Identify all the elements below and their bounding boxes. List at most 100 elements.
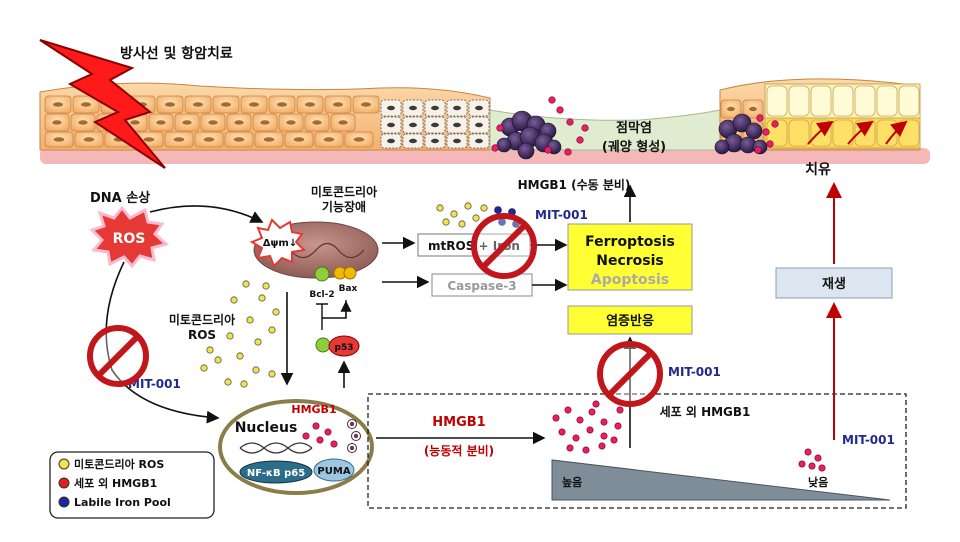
mito-ros-dots <box>200 280 280 388</box>
hmgb1-active-sublabel: (능동적 분비) <box>424 443 494 458</box>
healed-cell <box>854 85 876 117</box>
puma-node <box>313 458 355 482</box>
cell-nucleus <box>475 138 483 144</box>
p53-label: p53 <box>335 343 354 353</box>
mito-ros-dot <box>442 218 450 226</box>
hmgb1-particle <box>564 406 572 414</box>
cell-nucleus <box>431 138 439 144</box>
title: 방사선 및 항암치료 <box>120 45 233 62</box>
dna-damage-label: DNA 손상 <box>90 191 150 206</box>
cell-nucleus <box>130 120 140 125</box>
hmgb1-particle <box>544 146 552 154</box>
hmgb1-particle <box>576 416 584 424</box>
delta-psi-starburst-icon <box>249 218 307 268</box>
hmgb1-particle <box>582 446 590 454</box>
hmgb1-particle <box>598 442 606 450</box>
cell-nucleus <box>353 137 365 142</box>
cell-nucleus <box>431 105 439 111</box>
p53-regulation-connector <box>316 300 347 330</box>
hmgb1-active-label: HMGB1 <box>432 415 485 430</box>
mito-ros-label-2: ROS <box>188 328 216 342</box>
healing-label: 치유 <box>805 162 831 178</box>
cell-nucleus <box>387 138 395 144</box>
mito-ros-dot <box>206 346 214 354</box>
mit001-label-top: MIT-001 <box>535 208 588 222</box>
p53-green-circle <box>315 337 331 353</box>
cell-nucleus <box>475 105 483 111</box>
mito-ros-dot <box>200 364 208 372</box>
cell-nucleus <box>208 120 218 125</box>
cell-nucleus <box>409 105 417 111</box>
hmgb1-particle <box>798 460 806 468</box>
hmgb1-particle <box>576 136 584 144</box>
dna-strand-icon <box>239 442 313 454</box>
hmgb1-particle <box>766 140 774 148</box>
cell-nucleus <box>749 106 757 112</box>
hmgb1-particle <box>552 414 560 422</box>
healed-cell <box>898 119 920 147</box>
mito-ros-dot <box>258 294 266 302</box>
cell-nucleus <box>475 122 483 128</box>
bax-circle-2 <box>343 266 357 280</box>
cell-nucleus <box>143 137 155 142</box>
regeneration-label: 재생 <box>822 277 846 292</box>
mito-dysfunction-label-1: 미토콘드리아 <box>311 184 377 199</box>
gradient-wedge <box>551 459 891 501</box>
healed-cell <box>788 85 810 117</box>
cell-nucleus <box>182 120 192 125</box>
hmgb1-exported-core <box>349 445 355 451</box>
mito-ros-dot <box>252 366 260 374</box>
cell-nucleus <box>409 138 417 144</box>
healed-cell <box>876 85 898 117</box>
hmgb1-particle <box>600 418 608 426</box>
healed-cell <box>788 119 810 147</box>
mito-ros-dot <box>450 210 458 218</box>
necrotic-cell-cluster <box>491 96 589 160</box>
legend-swatch-1 <box>58 477 70 489</box>
p53-node <box>328 335 360 357</box>
hmgb1-particle <box>316 436 324 444</box>
cell-nucleus <box>164 102 176 107</box>
hmgb1-particle <box>614 422 622 430</box>
cell-nucleus <box>332 102 344 107</box>
cell-nucleus <box>156 120 166 125</box>
healed-cell <box>832 85 854 117</box>
healed-cell <box>766 85 788 117</box>
caspase3-label: Caspase-3 <box>447 279 516 293</box>
mito-dysfunction-label-2: 기능장애 <box>322 199 366 214</box>
ros-starburst-icon <box>89 205 170 269</box>
hmgb1-particle <box>558 428 566 436</box>
hmgb1-passive-label: HMGB1 (수동 분비) <box>518 177 631 192</box>
healing-arrows <box>807 120 908 145</box>
mucositis-label: 점막염 <box>616 120 652 136</box>
mito-ros-dot <box>268 326 276 334</box>
regeneration-box <box>775 267 893 299</box>
hmgb1-particle <box>804 448 812 456</box>
nfkb-node <box>239 460 313 484</box>
extracellular-hmgb1-dots <box>552 400 826 472</box>
cell-nucleus <box>80 102 92 107</box>
cell-nucleus <box>304 102 316 107</box>
cell-nucleus <box>248 102 260 107</box>
ros-to-nucleus-arrow <box>105 261 220 424</box>
bcl2-label: Bcl-2 <box>309 290 334 300</box>
bax-label: Bax <box>339 284 358 294</box>
inflammation-label: 염증반응 <box>606 313 654 329</box>
mito-ros-dot <box>242 280 250 288</box>
legend-box <box>49 451 215 519</box>
cell-nucleus <box>387 105 395 111</box>
cell-nucleus <box>276 102 288 107</box>
cell-nucleus <box>323 137 335 142</box>
hmgb1-particle <box>556 106 564 114</box>
cell-nucleus <box>53 137 65 142</box>
hmgb1-particle <box>814 454 822 462</box>
mito-ros-dot <box>272 308 280 316</box>
cell-nucleus <box>52 102 64 107</box>
cell-nucleus <box>338 120 348 125</box>
healed-cell <box>810 85 832 117</box>
mito-ros-dot <box>246 316 254 324</box>
cell-nucleus <box>360 102 372 107</box>
hmgb1-particle <box>581 124 589 132</box>
